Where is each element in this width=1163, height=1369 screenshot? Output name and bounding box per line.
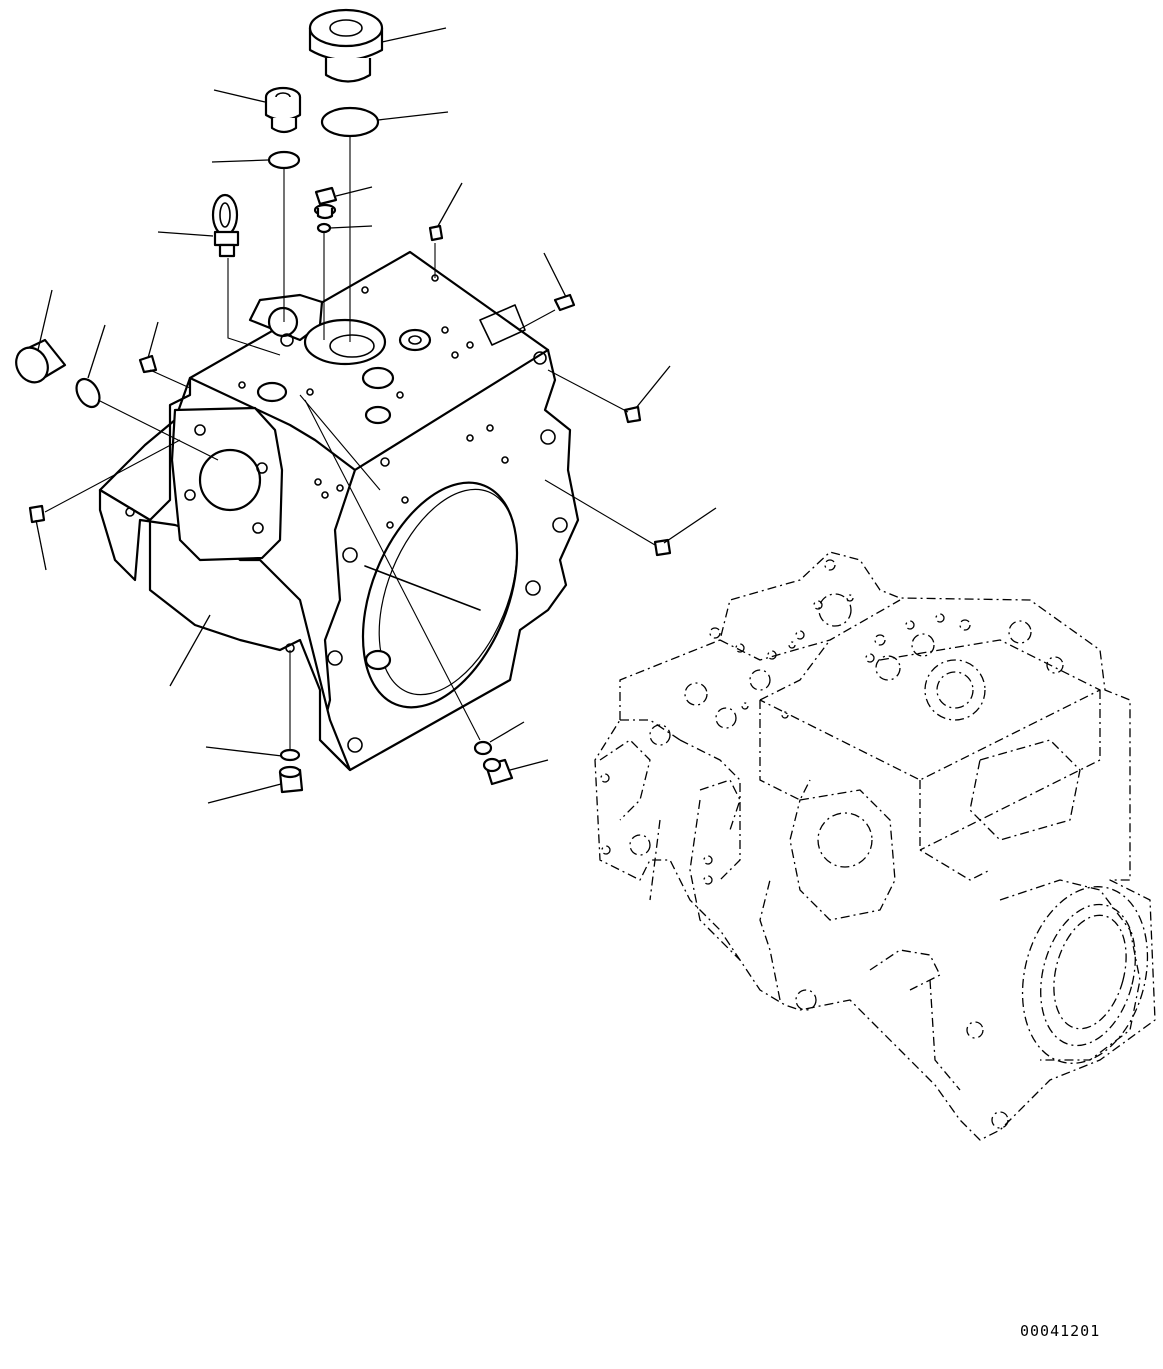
fitting-right-2 [623,405,642,424]
pump-case [98,250,580,772]
bolt-top [313,186,338,220]
o-ring-left [75,377,101,409]
plug-bottom-right [482,757,514,786]
plug-bottom [278,765,304,794]
plug-left [15,338,67,384]
leader-lines [35,27,717,804]
plug-large [308,8,384,83]
washer-top [316,222,332,234]
assembly-axis-lines [44,136,656,750]
fitting-top-right [428,224,444,242]
fitting-left-bottom [28,504,46,524]
eye-bolt [211,193,240,258]
o-ring-small [267,150,301,170]
o-ring-bottom [279,748,301,762]
o-ring-large [320,106,380,138]
fitting-left-top [138,354,158,374]
fitting-right-3 [653,538,672,557]
o-ring-bottom-right [473,740,493,756]
drawing-number: 00041201 [1020,1322,1101,1340]
plug-small [264,86,302,134]
fitting-right-1 [553,293,576,312]
reference-pump-assembly [594,551,1156,1141]
